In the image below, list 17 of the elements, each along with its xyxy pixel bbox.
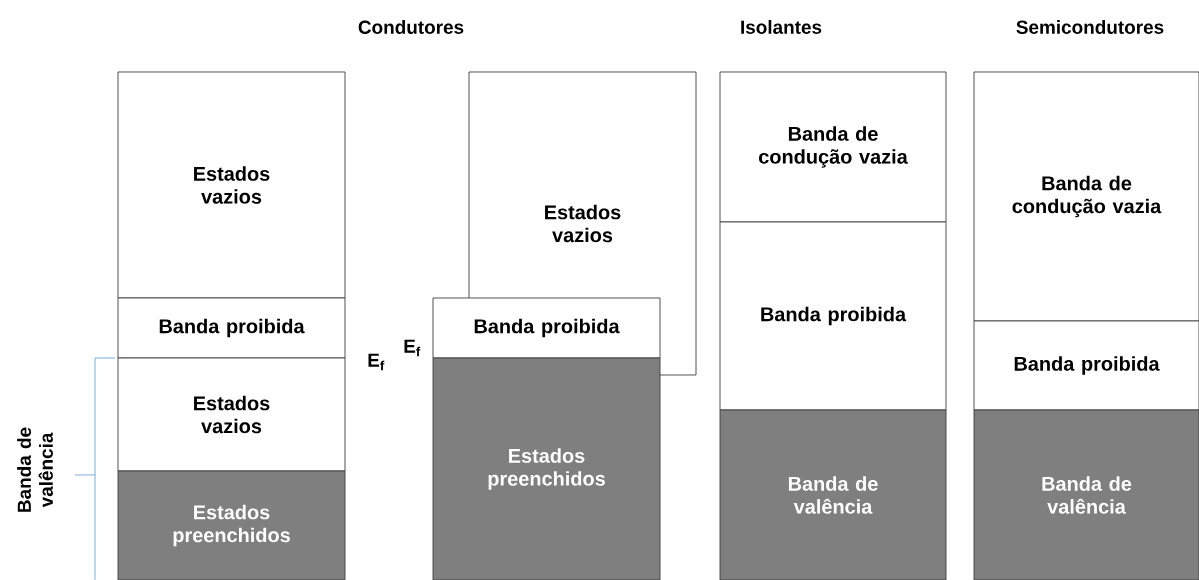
band-box: Banda proibida bbox=[117, 297, 346, 359]
column-title: Semicondutores bbox=[1016, 20, 1164, 34]
column-title: Isolantes bbox=[741, 20, 822, 34]
band-box: Banda proibida bbox=[719, 221, 947, 411]
bracket-label: Banda de valência bbox=[17, 427, 53, 512]
filled-band-box: Estados preenchidos bbox=[117, 470, 346, 580]
fermi-level-label: E$_{f}$ bbox=[368, 353, 385, 371]
band-box: Banda de condução vazia bbox=[719, 71, 947, 223]
filled-band-box: Estados preenchidos bbox=[432, 357, 661, 580]
filled-band-box: Banda de valência bbox=[973, 409, 1199, 580]
fermi-level-label: E$_{f}$ bbox=[404, 339, 421, 357]
band-box: Banda proibida bbox=[432, 297, 661, 359]
filled-band-box: Banda de valência bbox=[719, 409, 947, 580]
band-box: Estados vazios bbox=[117, 357, 346, 472]
band-box: Banda proibida bbox=[973, 320, 1199, 411]
band-box: Banda de condução vazia bbox=[973, 71, 1199, 322]
column-title: Condutores bbox=[358, 20, 464, 34]
